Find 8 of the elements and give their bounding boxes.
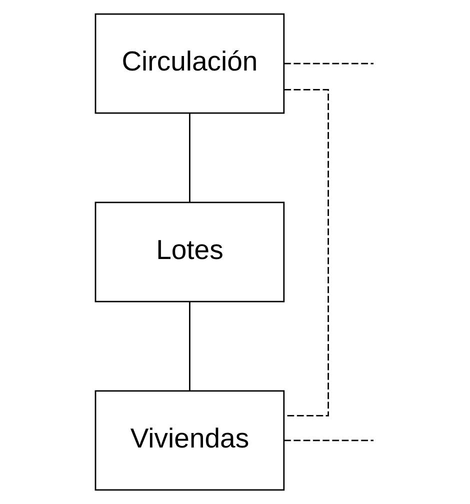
connector — [284, 440, 374, 442]
connector — [189, 302, 190, 391]
connector — [284, 89, 329, 416]
connector — [189, 114, 190, 202]
node-box: Viviendas — [94, 390, 285, 491]
connector — [284, 62, 374, 64]
node-box: Lotes — [94, 202, 285, 302]
node-box: Circulación — [94, 13, 285, 114]
